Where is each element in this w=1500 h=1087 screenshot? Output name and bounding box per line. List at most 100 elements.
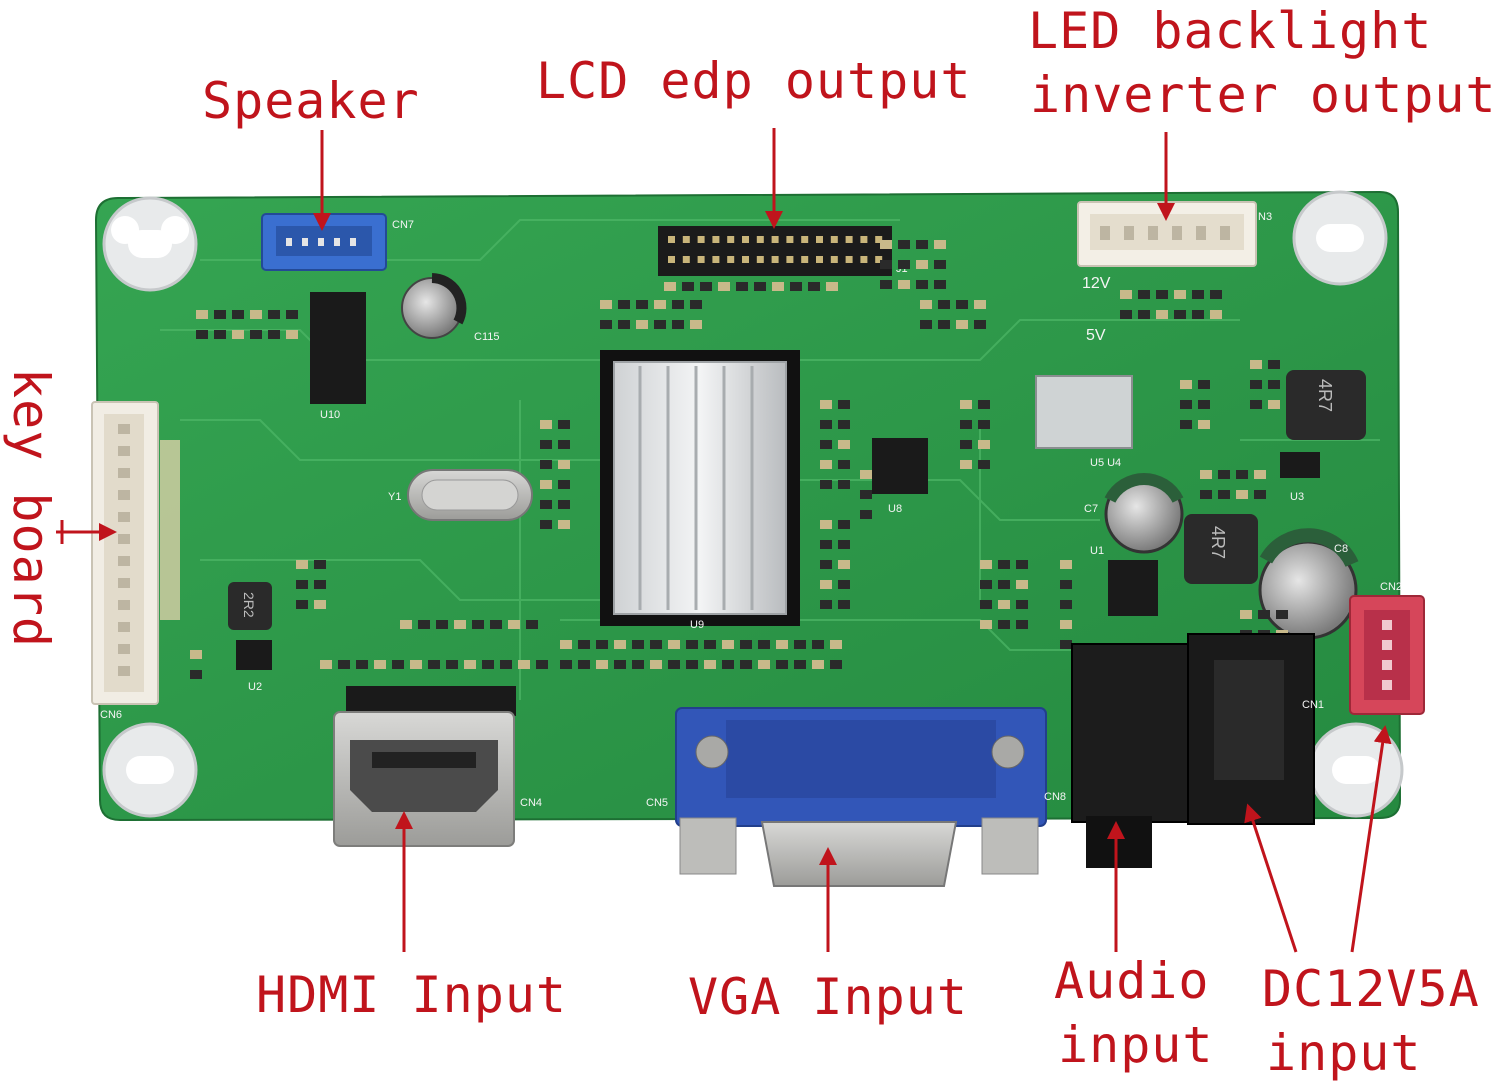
smd-component <box>1120 290 1132 299</box>
inductor-4r7-mid: 4R7 <box>1184 514 1258 584</box>
smd-component <box>428 660 440 669</box>
smd-component <box>558 500 570 509</box>
header-pin <box>786 236 794 243</box>
smd-component <box>1268 380 1280 389</box>
smd-component <box>838 480 850 489</box>
smd-component <box>998 600 1010 609</box>
smd-component <box>898 280 910 289</box>
smd-component <box>1240 610 1252 619</box>
smd-component <box>392 660 404 669</box>
header-pin <box>712 236 720 243</box>
smd-component <box>978 440 990 449</box>
smd-component <box>558 480 570 489</box>
smd-component <box>978 460 990 469</box>
smd-component <box>1250 380 1262 389</box>
header-pin <box>682 236 690 243</box>
smd-component <box>320 660 332 669</box>
smd-component <box>1210 310 1222 319</box>
smd-component <box>998 580 1010 589</box>
smd-component <box>632 640 644 649</box>
smd-component <box>338 660 350 669</box>
chip-u8 <box>872 438 928 494</box>
label-led-line1: LED backlight <box>1028 2 1433 60</box>
smd-component <box>1120 310 1132 319</box>
capacitor-c115 <box>401 273 467 339</box>
smd-component <box>214 330 226 339</box>
silk-u5u4: U5 U4 <box>1090 457 1121 469</box>
smd-component <box>1254 490 1266 499</box>
silk-12v: 12V <box>1082 275 1111 292</box>
header-pin <box>771 236 779 243</box>
smd-component <box>490 620 502 629</box>
smd-component <box>654 300 666 309</box>
silk-y1: Y1 <box>388 491 401 503</box>
smd-component <box>190 670 202 679</box>
header-pin <box>786 256 794 263</box>
smd-component <box>978 420 990 429</box>
smd-component <box>722 640 734 649</box>
smd-component <box>190 650 202 659</box>
smd-component <box>880 240 892 249</box>
smd-component <box>830 660 842 669</box>
smd-component <box>1156 310 1168 319</box>
silk-cn8: CN8 <box>1044 791 1066 803</box>
smd-component <box>250 310 262 319</box>
smd-component <box>250 330 262 339</box>
header-pin <box>875 236 883 243</box>
smd-component <box>1250 400 1262 409</box>
smd-component <box>808 282 820 291</box>
smd-component <box>600 320 612 329</box>
silk-cn7: CN7 <box>392 219 414 231</box>
smd-component <box>880 260 892 269</box>
smd-component <box>558 440 570 449</box>
smd-component <box>1198 420 1210 429</box>
smd-component <box>938 300 950 309</box>
silk-n3: N3 <box>1258 211 1272 223</box>
smd-component <box>740 640 752 649</box>
smd-component <box>898 240 910 249</box>
smd-component <box>686 660 698 669</box>
smd-component <box>920 300 932 309</box>
keyboard-pin <box>118 424 130 434</box>
header-pin <box>801 236 809 243</box>
smd-component <box>636 320 648 329</box>
smd-component <box>578 660 590 669</box>
pcb-board: CN7 J1 N3 12V 5V CN6 <box>91 190 1425 887</box>
smd-component <box>518 660 530 669</box>
silk-u10: U10 <box>320 409 340 421</box>
smd-component <box>776 640 788 649</box>
smd-component <box>314 580 326 589</box>
smd-component <box>1254 470 1266 479</box>
audio-jack <box>1071 643 1197 868</box>
label-dc-line1: DC12V5A <box>1262 960 1480 1018</box>
smd-component <box>934 240 946 249</box>
keyboard-pin <box>118 578 130 588</box>
smd-component <box>722 660 734 669</box>
smd-component <box>400 620 412 629</box>
smd-component <box>980 560 992 569</box>
smd-component <box>1218 470 1230 479</box>
smd-component <box>920 320 932 329</box>
smd-component <box>736 282 748 291</box>
smd-component <box>410 660 422 669</box>
smd-component <box>820 600 832 609</box>
smd-component <box>960 460 972 469</box>
smd-component <box>956 300 968 309</box>
smd-component <box>978 400 990 409</box>
smd-component <box>934 260 946 269</box>
header-pin <box>668 236 675 243</box>
smd-component <box>1218 490 1230 499</box>
smd-component <box>838 440 850 449</box>
silk-c115: C115 <box>474 331 499 343</box>
smd-component <box>758 660 770 669</box>
smd-component <box>686 640 698 649</box>
smd-component <box>1016 560 1028 569</box>
smd-component <box>636 300 648 309</box>
smd-component <box>650 640 662 649</box>
silk-cn5: CN5 <box>646 797 668 809</box>
smd-component <box>934 280 946 289</box>
silk-u9: U9 <box>690 619 704 631</box>
keyboard-connector <box>91 401 180 705</box>
smd-component <box>956 320 968 329</box>
